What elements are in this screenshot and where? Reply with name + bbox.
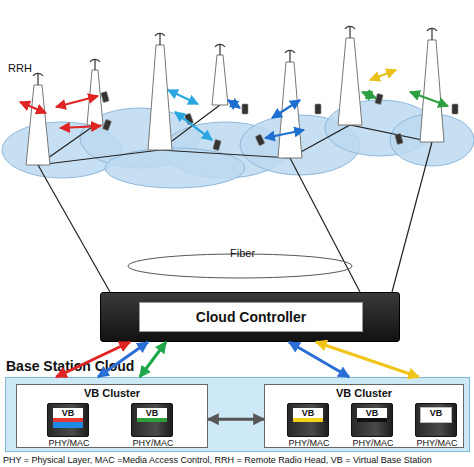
cluster-box: VB ClusterVBPHY/MACVBPHY/MAC [16,384,208,448]
phones [101,91,458,150]
vb-label: VB [137,408,167,422]
cluster-heading: VB Cluster [265,387,463,399]
radio-links [20,70,448,140]
cluster-heading: VB Cluster [17,387,207,399]
cluster-box: VB ClusterVBPHY/MACVBPHY/MACVBPHY/MAC [264,384,464,448]
annotation-label: Fiber [230,247,255,259]
phy-mac-label: PHY/MAC [406,438,468,448]
rrh-towers [26,38,444,165]
controller-box: Cloud Controller [100,292,400,342]
vb-label: VB [421,408,451,422]
controller-label: Cloud Controller [139,302,363,332]
server-box: VBPHY/MAC [131,403,173,437]
phy-mac-label: PHY/MAC [278,438,340,448]
phy-mac-label: PHY/MAC [342,438,404,448]
link-arrow [316,342,419,377]
server-box: VBPHY/MAC [47,403,89,437]
phy-mac-label: PHY/MAC [122,438,184,448]
server-box: VBPHY/MAC [415,403,457,437]
fiber-lines [38,105,432,292]
link-arrow [140,342,166,377]
server-box: VBPHY/MAC [351,403,393,437]
vb-label: VB [357,408,387,422]
link-arrow [289,342,349,377]
vb-label: VB [293,408,323,422]
vb-label: VB [53,408,83,422]
antennas [33,26,437,85]
server-box: VBPHY/MAC [287,403,329,437]
cloud-band: Base Station CloudVB ClusterVBPHY/MACVBP… [5,377,470,452]
cloud-heading: Base Station Cloud [6,358,134,374]
cell-coverage [2,100,474,188]
annotation-label: RRH [8,62,32,74]
caption: PHY = Physical Layer, MAC =Media Access … [3,455,432,465]
phy-mac-label: PHY/MAC [38,438,100,448]
